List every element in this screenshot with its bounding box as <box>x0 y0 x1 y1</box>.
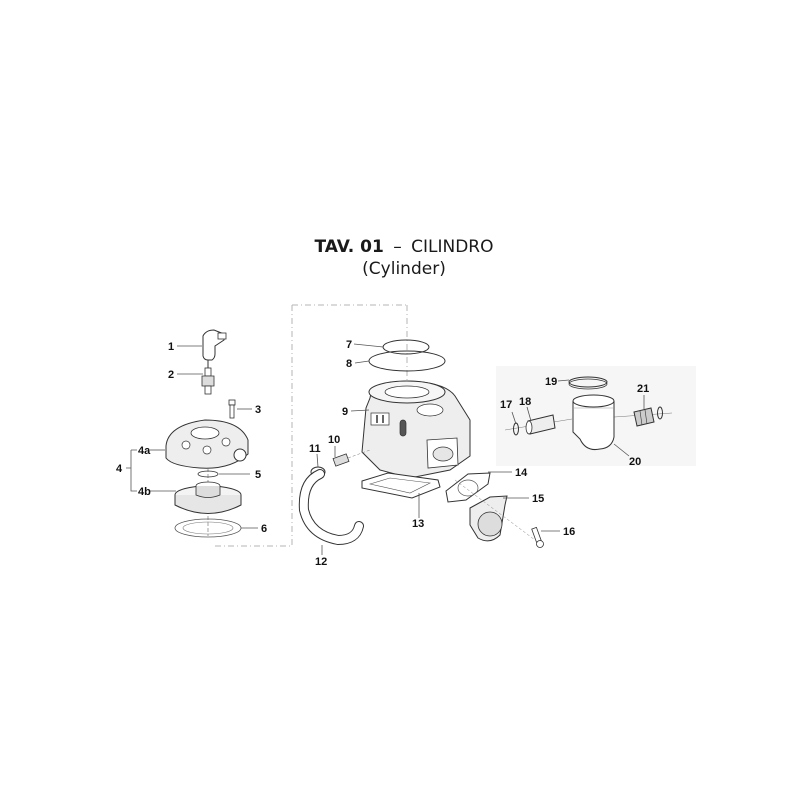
piston-part[interactable] <box>572 394 615 450</box>
title-separator: – <box>393 237 402 257</box>
callout-4a[interactable]: 4a <box>138 445 151 457</box>
intake-manifold-part[interactable] <box>469 495 508 542</box>
head-insert-part[interactable] <box>174 481 242 514</box>
spark-plug-cap-part[interactable] <box>202 329 227 361</box>
callout-3[interactable]: 3 <box>255 404 261 416</box>
o-ring-small-part[interactable] <box>197 470 219 478</box>
callout-7[interactable]: 7 <box>346 339 352 351</box>
needle-bearing-part[interactable] <box>633 407 655 427</box>
callout-16[interactable]: 16 <box>563 526 575 538</box>
callout-21[interactable]: 21 <box>637 383 649 395</box>
callout-4b[interactable]: 4b <box>138 486 151 498</box>
manifold-axis-line <box>454 479 536 541</box>
water-hose-part[interactable] <box>299 470 363 545</box>
callout-6[interactable]: 6 <box>261 523 267 535</box>
callout-13[interactable]: 13 <box>412 518 424 530</box>
callout-4[interactable]: 4 <box>116 463 123 475</box>
head-cover-part[interactable] <box>165 419 249 469</box>
dashed-frame-cylinder <box>215 304 407 547</box>
diagram-title-block: TAV. 01 – CILINDRO (Cylinder) <box>0 236 800 280</box>
intake-gasket-part[interactable] <box>445 472 491 503</box>
cylinder-part[interactable] <box>361 380 471 479</box>
head-screw-part[interactable] <box>228 399 236 419</box>
callout-9[interactable]: 9 <box>342 406 348 418</box>
table-code: TAV. 01 <box>314 237 384 257</box>
leader-lines <box>126 343 645 555</box>
manifold-screw-part[interactable] <box>531 526 544 548</box>
piston-pin-clip-right-part[interactable] <box>657 406 663 420</box>
callout-1[interactable]: 1 <box>168 341 174 353</box>
spark-plug-part[interactable] <box>201 360 215 395</box>
hose-fitting-part[interactable] <box>332 453 350 467</box>
callout-20[interactable]: 20 <box>629 456 641 468</box>
diagram-subtitle: (Cylinder) <box>362 259 446 279</box>
fitting-axis-line <box>347 449 371 459</box>
callout-12[interactable]: 12 <box>315 556 327 568</box>
callout-8[interactable]: 8 <box>346 358 352 370</box>
callout-18[interactable]: 18 <box>519 396 531 408</box>
callout-11[interactable]: 11 <box>309 443 321 455</box>
diagram-title: TAV. 01 – CILINDRO <box>8 236 800 258</box>
callout-labels: 1 2 3 4 4a 4b 5 6 7 8 9 10 11 12 13 14 1… <box>116 339 649 568</box>
callout-10[interactable]: 10 <box>328 434 340 446</box>
base-gasket-part[interactable] <box>361 472 441 499</box>
piston-pin-part[interactable] <box>525 414 556 435</box>
callout-15[interactable]: 15 <box>532 493 544 505</box>
callout-19[interactable]: 19 <box>545 376 557 388</box>
callout-2[interactable]: 2 <box>168 369 174 381</box>
table-name: CILINDRO <box>411 237 494 257</box>
callout-14[interactable]: 14 <box>515 467 528 479</box>
callout-17[interactable]: 17 <box>500 399 512 411</box>
callout-5[interactable]: 5 <box>255 469 261 481</box>
piston-ring-part[interactable] <box>568 376 608 390</box>
